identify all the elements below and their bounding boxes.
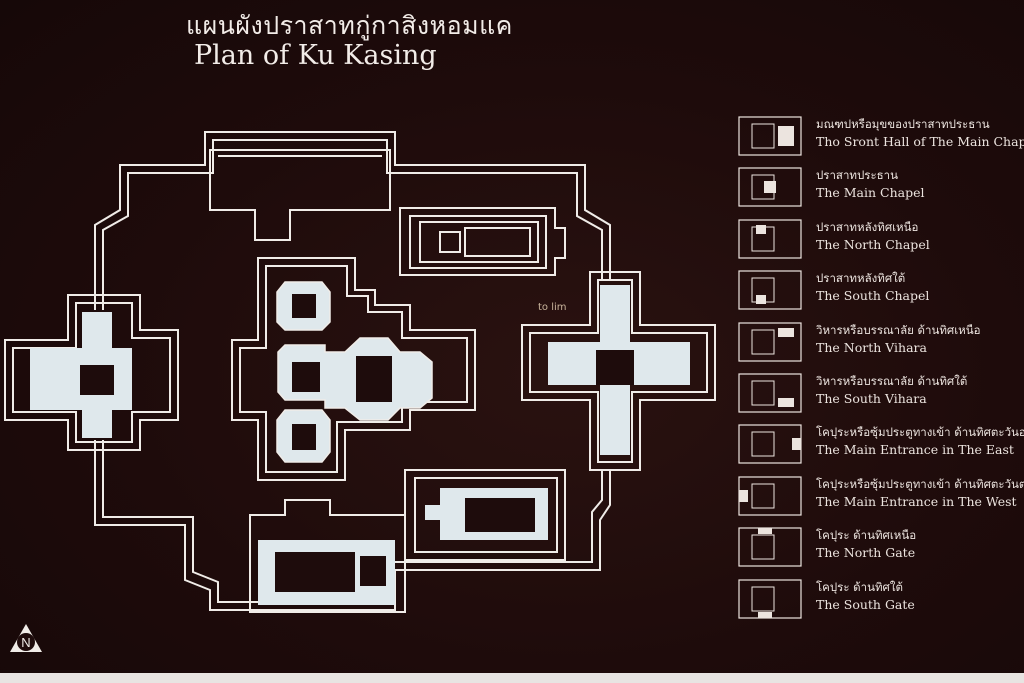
- legend-item: ปราสาทหลังทิศเหนือ The North Chapel: [738, 217, 1024, 268]
- legend-english: The South Gate: [816, 596, 915, 612]
- plan-thumbnail-icon: [738, 321, 802, 362]
- top-hall: [209, 149, 391, 241]
- legend-thai: ปราสาทหลังทิศใต้: [816, 271, 906, 286]
- legend-thai: วิหารหรือบรรณาลัย ด้านทิศเหนือ: [816, 322, 981, 337]
- north-vihara-outline: [399, 207, 566, 276]
- east-gopura: [521, 271, 716, 471]
- legend-english: The Main Entrance in The East: [816, 442, 1014, 458]
- central-chapels-detail: [292, 294, 392, 450]
- north-letter: N: [21, 635, 30, 650]
- legend-english: The North Vihara: [816, 339, 927, 355]
- plan-thumbnail-icon: [738, 476, 802, 516]
- west-gopura: [4, 294, 179, 451]
- background-sign-text: to lim: [538, 302, 567, 313]
- legend-english: The South Chapel: [816, 288, 930, 304]
- legend-thai: วิหารหรือบรรณาลัย ด้านทิศใต้: [816, 373, 968, 388]
- title-thai: แผนผังปราสาทกู่กาสิงหอมแค: [186, 11, 513, 40]
- plan-thumbnail-icon: [738, 219, 802, 259]
- legend: มณฑปหรือมุขของปราสาทประธาน Tho Sront Hal…: [738, 114, 1024, 628]
- bottom-edge: [0, 673, 1024, 683]
- legend-thai: โคปุระ ด้านทิศใต้: [816, 579, 903, 594]
- north-arrow-icon: N: [10, 624, 42, 652]
- legend-item: ปราสาทประธาน The Main Chapel: [738, 165, 1024, 216]
- legend-item: โคปุระหรือซุ้มประตูทางเข้า ด้านทิศตะวันต…: [738, 474, 1024, 525]
- legend-item: โคปุระ ด้านทิศเหนือ The North Gate: [738, 525, 1024, 576]
- legend-english: Tho Sront Hall of The Main Chapel: [816, 134, 1024, 149]
- legend-english: The South Vihara: [816, 390, 927, 406]
- legend-item: วิหารหรือบรรณาลัย ด้านทิศเหนือ The North…: [738, 320, 1024, 371]
- plan-thumbnail-icon: [738, 116, 802, 156]
- title-english: Plan of Ku Kasing: [194, 40, 437, 71]
- legend-thai: ปราสาทประธาน: [816, 168, 898, 183]
- plan-thumbnail-icon: [738, 527, 802, 567]
- plan-thumbnail-icon: [738, 167, 802, 207]
- legend-thai: โคปุระหรือซุ้มประตูทางเข้า ด้านทิศตะวันอ…: [816, 425, 1024, 440]
- legend-item: โคปุระ ด้านทิศใต้ The South Gate: [738, 577, 1024, 628]
- legend-item: มณฑปหรือมุขของปราสาทประธาน Tho Sront Hal…: [738, 114, 1024, 165]
- plan-thumbnail-icon: [738, 578, 802, 619]
- legend-item: วิหารหรือบรรณาลัย ด้านทิศใต้ The South V…: [738, 371, 1024, 422]
- plan-thumbnail-icon: [738, 424, 802, 464]
- legend-thai: มณฑปหรือมุขของปราสาทประธาน: [816, 117, 990, 131]
- legend-item: ปราสาทหลังทิศใต้ The South Chapel: [738, 268, 1024, 319]
- legend-english: The North Chapel: [816, 236, 930, 252]
- legend-english: The Main Chapel: [816, 185, 925, 201]
- legend-english: The Main Entrance in The West: [816, 493, 1017, 509]
- legend-english: The North Gate: [816, 545, 916, 561]
- legend-thai: โคปุระ ด้านทิศเหนือ: [816, 528, 917, 543]
- legend-thai: ปราสาทหลังทิศเหนือ: [816, 219, 919, 234]
- legend-item: โคปุระหรือซุ้มประตูทางเข้า ด้านทิศตะวันอ…: [738, 422, 1024, 473]
- south-gate: [249, 499, 406, 613]
- legend-thai: โคปุระหรือซุ้มประตูทางเข้า ด้านทิศตะวันต…: [816, 476, 1024, 491]
- plan-thumbnail-icon: [738, 373, 802, 413]
- plan-thumbnail-icon: [738, 270, 802, 310]
